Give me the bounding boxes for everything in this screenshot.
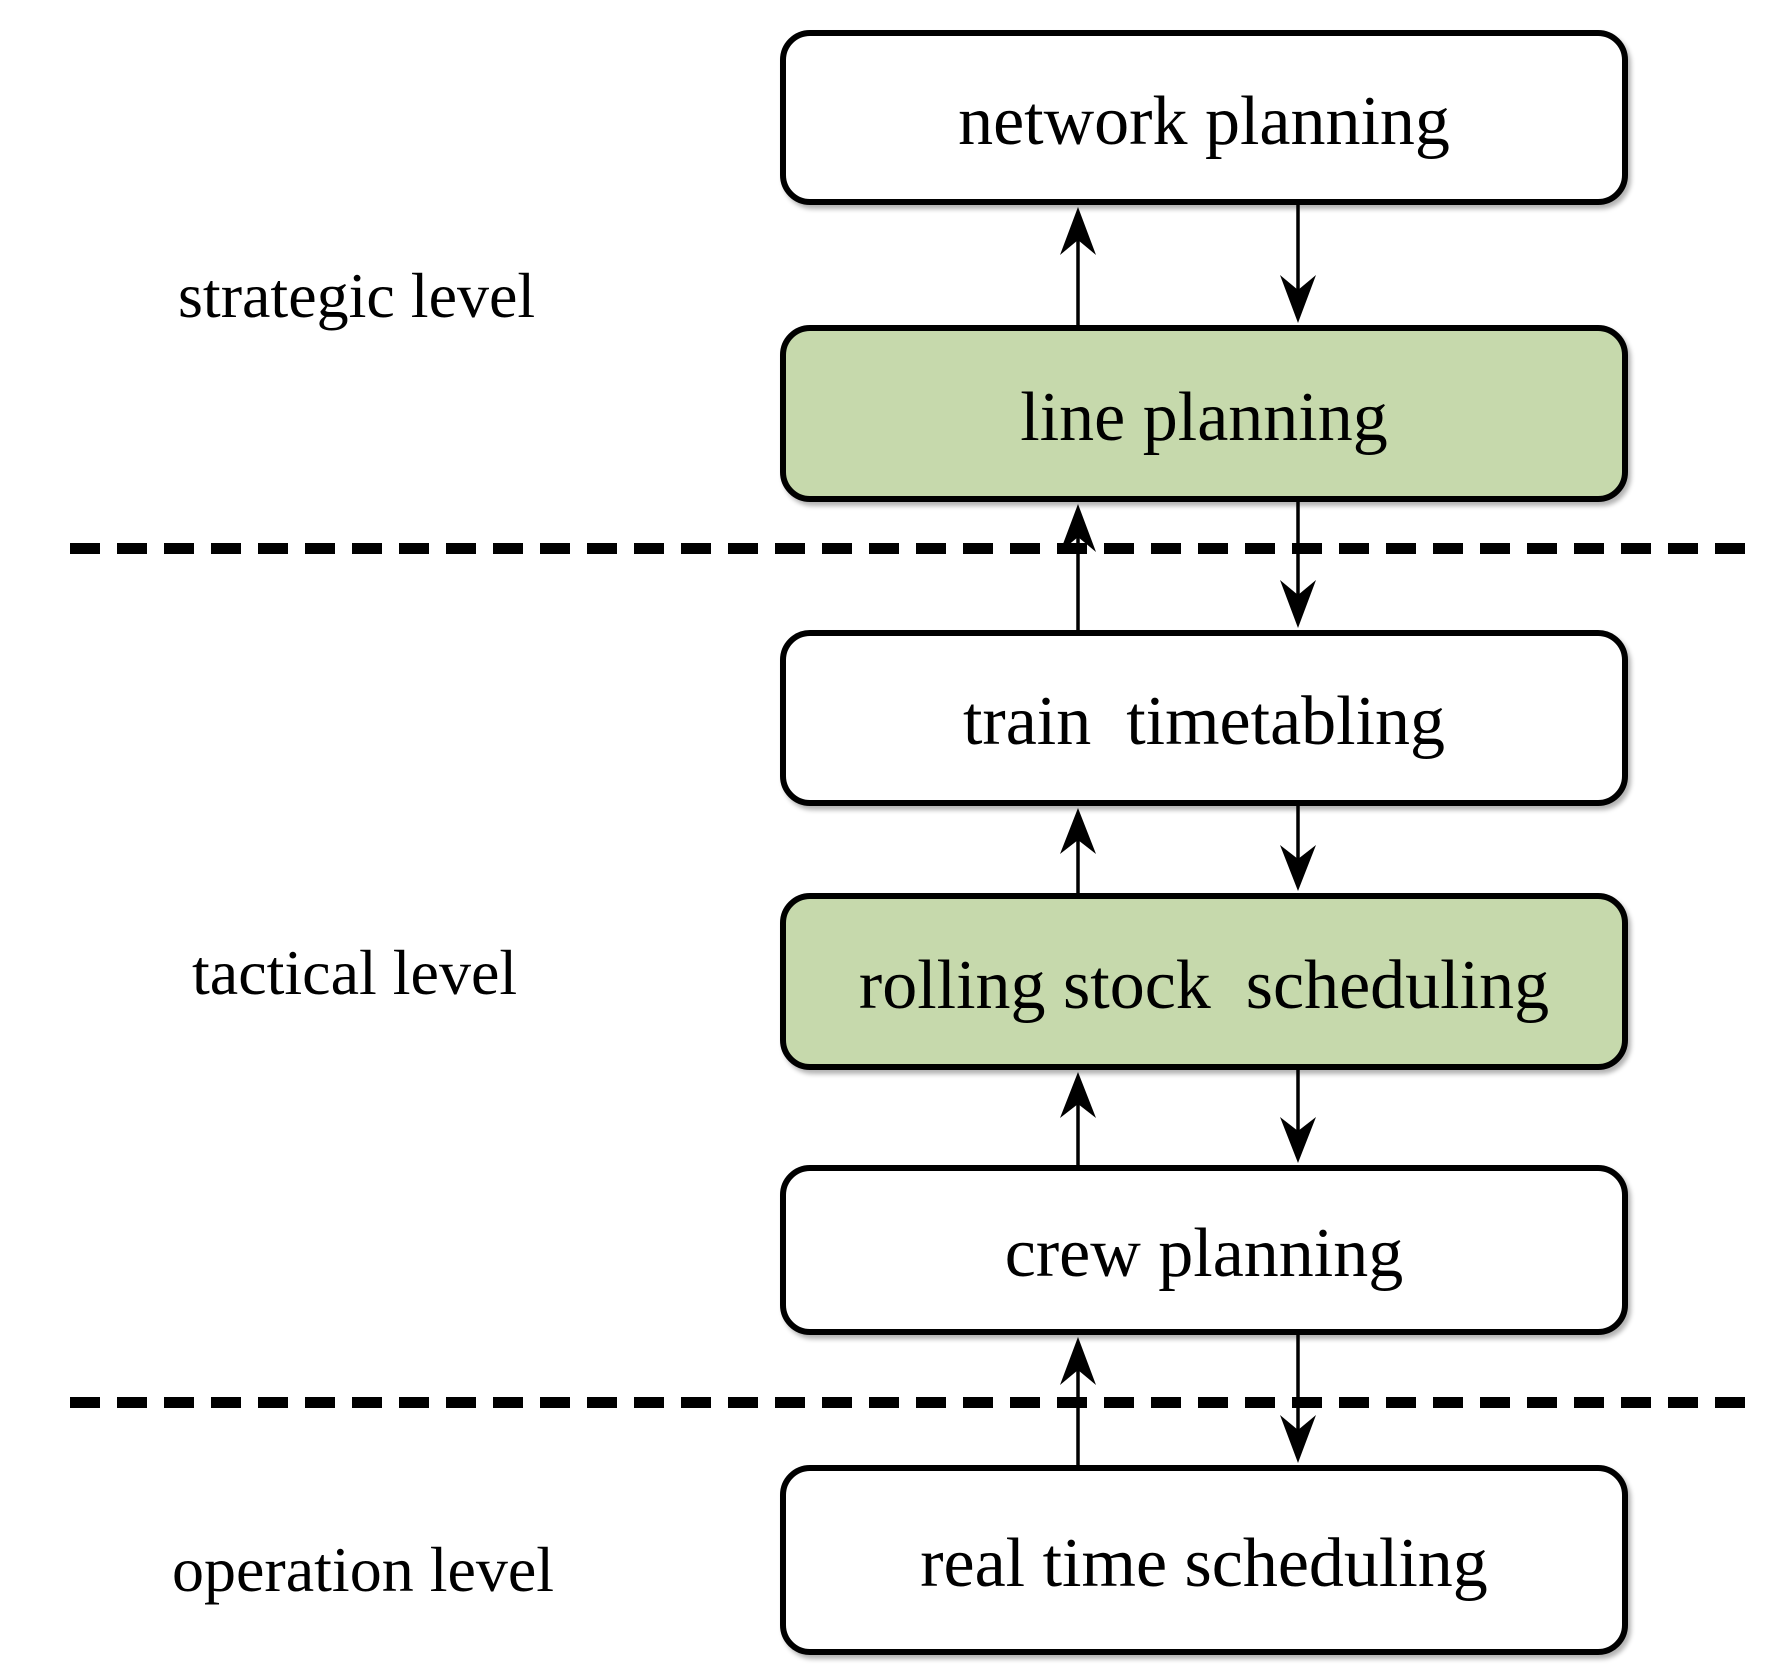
- box-label: train timetabling: [962, 683, 1446, 760]
- box-crew-planning: crew planning: [780, 1165, 1628, 1335]
- down-arrow-head: [1280, 580, 1316, 628]
- box-label: rolling stock scheduling: [858, 946, 1550, 1024]
- arrows-line-timetabling: [780, 502, 1628, 630]
- tactical-level-label: tactical level: [192, 937, 518, 1008]
- up-arrow-head: [1060, 207, 1096, 255]
- up-arrow-head: [1060, 504, 1096, 552]
- bidirectional-arrow-svg: [1060, 1070, 1316, 1165]
- down-arrow-head: [1280, 1415, 1316, 1463]
- down-arrow-head: [1280, 845, 1316, 891]
- arrows-network-line: [780, 205, 1628, 325]
- up-arrow-head: [1060, 808, 1096, 854]
- arrows-crew-realtime: [780, 1335, 1628, 1465]
- down-arrow-head: [1280, 1117, 1316, 1163]
- box-train-timetabling: train timetabling: [780, 630, 1628, 806]
- up-arrow-head: [1060, 1072, 1096, 1118]
- bidirectional-arrow-svg: [1060, 205, 1316, 325]
- box-line-planning: line planning: [780, 325, 1628, 502]
- box-label: crew planning: [1004, 1215, 1404, 1292]
- arrows-rollingstock-crew: [780, 1070, 1628, 1165]
- strategic-tactical-divider: [70, 543, 1752, 554]
- bidirectional-arrow-svg: [1060, 1335, 1316, 1465]
- box-label: network planning: [958, 82, 1450, 160]
- strategic-level-label: strategic level: [178, 260, 536, 331]
- arrows-timetabling-rollingstock: [780, 806, 1628, 893]
- box-rolling-stock-scheduling: rolling stock scheduling: [780, 893, 1628, 1070]
- bidirectional-arrow-svg: [1060, 806, 1316, 893]
- operation-level-label: operation level: [172, 1534, 555, 1605]
- tactical-operation-divider: [70, 1397, 1752, 1408]
- box-label: line planning: [1020, 378, 1388, 456]
- bidirectional-arrow-svg: [1060, 502, 1316, 630]
- box-real-time-scheduling: real time scheduling: [780, 1465, 1628, 1655]
- up-arrow-head: [1060, 1337, 1096, 1385]
- down-arrow-head: [1280, 275, 1316, 323]
- box-label: real time scheduling: [920, 1525, 1488, 1602]
- box-network-planning: network planning: [780, 30, 1628, 205]
